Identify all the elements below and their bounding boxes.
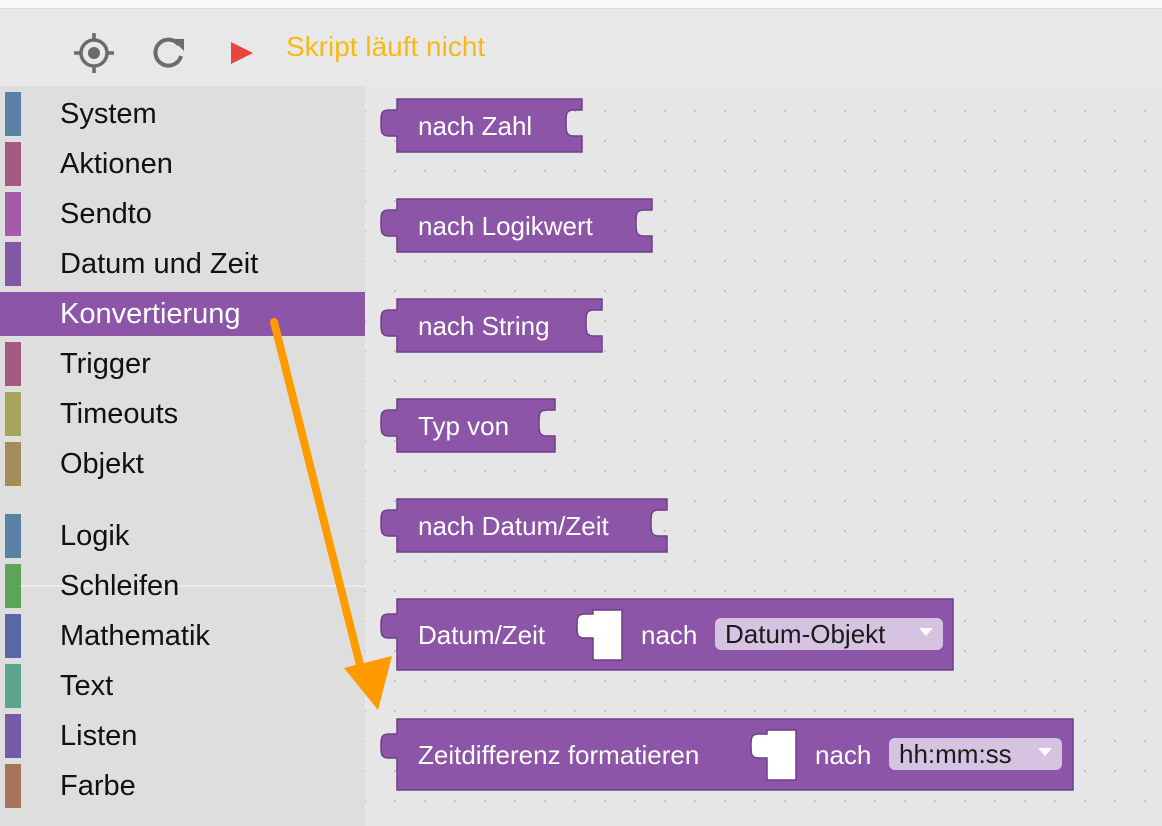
category-color-swatch (5, 392, 21, 436)
category-color-swatch (5, 514, 21, 558)
block-label: Zeitdifferenz formatieren (418, 740, 700, 770)
category-sendto[interactable]: Sendto (0, 192, 365, 236)
category-logik[interactable]: Logik (0, 514, 365, 558)
block-label: nach Logikwert (418, 211, 593, 241)
block-shape (380, 298, 603, 353)
dropdown-value: hh:mm:ss (899, 739, 1012, 769)
category-color-swatch (5, 764, 21, 808)
category-label: Farbe (60, 770, 136, 802)
category-mathematik[interactable]: Mathematik (0, 614, 365, 658)
category-schleifen[interactable]: Schleifen (0, 564, 365, 608)
category-trigger[interactable]: Trigger (0, 342, 365, 386)
block-label: nach String (418, 311, 550, 341)
blockly-workspace[interactable]: nach Zahl nach Logikwert nach String Typ… (365, 86, 1162, 826)
category-label: Sendto (60, 198, 152, 230)
category-label: System (60, 98, 157, 130)
block-nach-datum-zeit[interactable]: nach Datum/Zeit (380, 498, 670, 554)
window-top-strip (0, 0, 1162, 8)
category-label: Text (60, 670, 114, 702)
category-objekt[interactable]: Objekt (0, 442, 365, 486)
category-label: Objekt (60, 448, 144, 480)
block-nach-logikwert[interactable]: nach Logikwert (380, 198, 655, 254)
block-shape (380, 598, 954, 671)
category-konvertierung[interactable]: Konvertierung (0, 292, 365, 336)
category-color-swatch (5, 664, 21, 708)
block-shape (380, 498, 668, 553)
category-color-swatch (5, 564, 21, 608)
category-farbe[interactable]: Farbe (0, 764, 365, 808)
category-separator (5, 585, 365, 587)
refresh-icon[interactable] (146, 31, 190, 75)
category-label: Konvertierung (60, 298, 241, 330)
category-label: Listen (60, 720, 138, 752)
block-nach-label: nach (815, 740, 872, 770)
category-system[interactable]: System (0, 92, 365, 136)
category-color-swatch (5, 242, 21, 286)
block-label: Datum/Zeit (418, 620, 546, 650)
dropdown-value: Datum-Objekt (725, 619, 886, 649)
category-color-swatch (5, 714, 21, 758)
block-typ-von[interactable]: Typ von (380, 398, 558, 454)
category-color-swatch (5, 342, 21, 386)
category-label: Timeouts (60, 398, 179, 430)
category-label: Datum und Zeit (60, 248, 259, 280)
category-text[interactable]: Text (0, 664, 365, 708)
category-aktionen[interactable]: Aktionen (0, 142, 365, 186)
format-dropdown[interactable]: Datum-Objekt (715, 618, 943, 650)
block-label: nach Zahl (418, 111, 533, 141)
category-color-swatch (5, 442, 21, 486)
category-timeouts[interactable]: Timeouts (0, 392, 365, 436)
empty-input-socket (750, 729, 797, 781)
format-dropdown[interactable]: hh:mm:ss (889, 738, 1062, 770)
block-label: Typ von (418, 411, 510, 441)
category-listen[interactable]: Listen (0, 714, 365, 758)
chevron-down-icon (919, 628, 933, 636)
block-shape (380, 198, 653, 253)
category-color-swatch (5, 614, 21, 658)
category-label: Mathematik (60, 620, 210, 652)
empty-input-socket (576, 609, 623, 661)
category-label: Trigger (60, 348, 151, 380)
category-color-swatch (5, 92, 21, 136)
category-label: Logik (60, 520, 130, 552)
category-label: Aktionen (60, 148, 173, 180)
block-shape (380, 98, 583, 153)
block-shape (380, 718, 1074, 791)
category-sidebar: System Aktionen Sendto Datum und Zeit Ko… (0, 86, 365, 826)
play-icon[interactable] (220, 31, 264, 75)
block-datum-zeit-nach[interactable]: Datum/Zeit nach Datum-Objekt (380, 598, 955, 672)
block-shape (380, 398, 556, 453)
crosshair-icon[interactable] (72, 31, 116, 75)
toolbar: Skript läuft nicht (0, 8, 1162, 87)
category-color-swatch (5, 142, 21, 186)
block-zeitdifferenz-formatieren[interactable]: Zeitdifferenz formatieren nach hh:mm:ss (380, 718, 1075, 792)
block-nach-string[interactable]: nach String (380, 298, 605, 354)
category-datum-und-zeit[interactable]: Datum und Zeit (0, 242, 365, 286)
block-label: nach Datum/Zeit (418, 511, 609, 541)
category-color-swatch (5, 192, 21, 236)
script-status: Skript läuft nicht (286, 31, 486, 62)
category-color-swatch (5, 292, 21, 336)
block-nach-zahl[interactable]: nach Zahl (380, 98, 585, 154)
chevron-down-icon (1038, 748, 1052, 756)
block-nach-label: nach (641, 620, 698, 650)
category-label: Schleifen (60, 570, 180, 602)
